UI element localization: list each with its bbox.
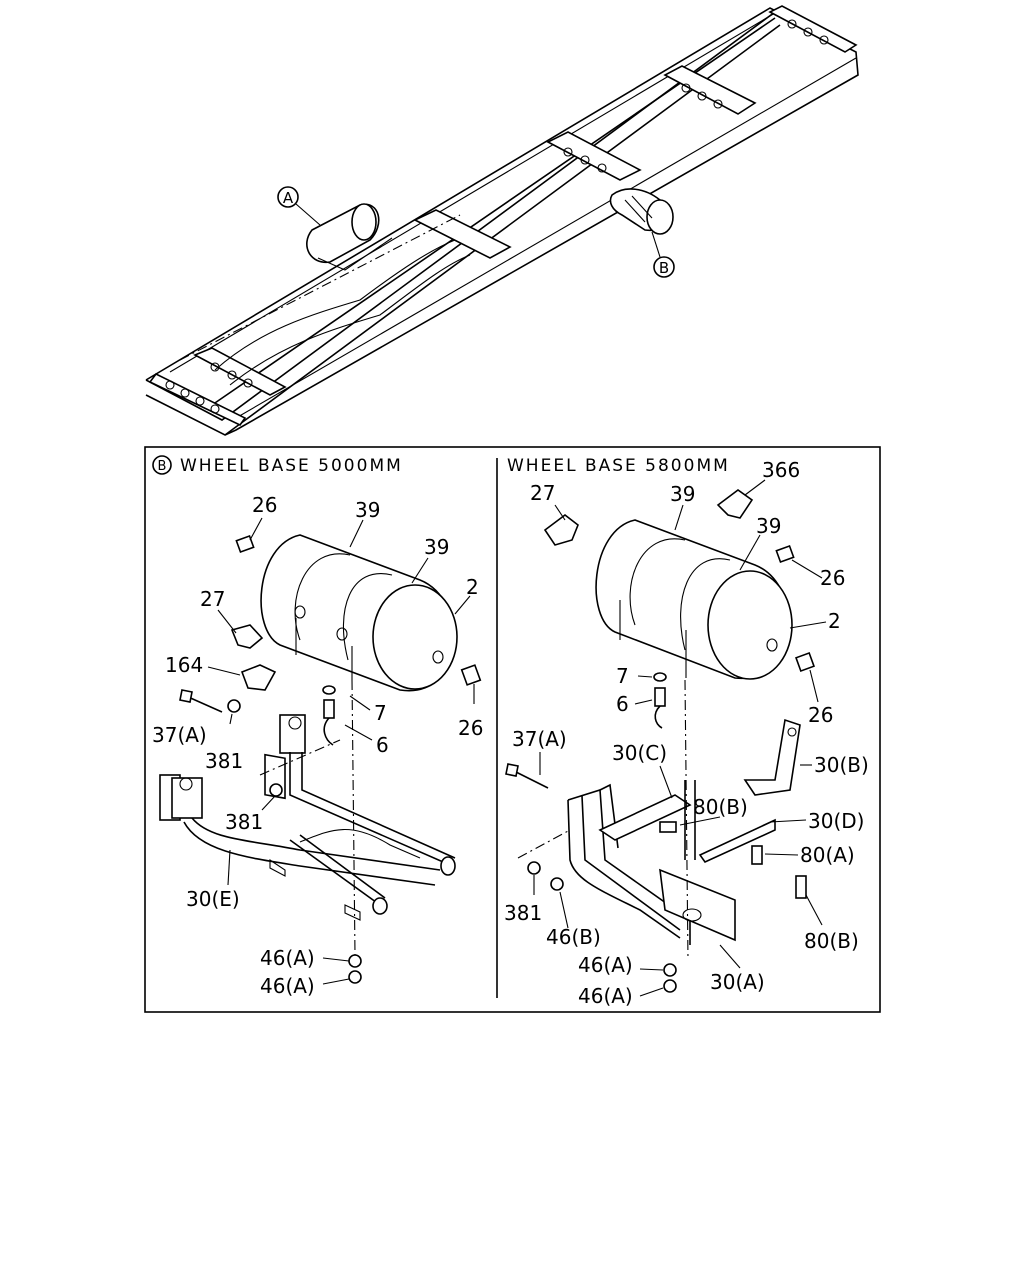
- label-26-top-left: 26: [252, 493, 277, 517]
- label-30b-right: 30(B): [814, 753, 869, 777]
- label-46b-right: 46(B): [546, 925, 601, 949]
- panel-left-header: WHEEL BASE 5000MM: [180, 456, 403, 476]
- label-366-right: 366: [762, 458, 800, 482]
- label-30a-right: 30(A): [710, 970, 765, 994]
- label-39-b-right: 39: [756, 514, 781, 538]
- label-381-a-left: 381: [205, 749, 243, 773]
- label-381-right: 381: [504, 901, 542, 925]
- callout-b: B: [651, 231, 675, 278]
- panel-left-marker: B: [158, 459, 167, 474]
- label-6-left: 6: [376, 733, 389, 757]
- label-37a-right: 37(A): [512, 727, 567, 751]
- label-46a-2-left: 46(A): [260, 974, 315, 998]
- label-80b-2-right: 80(B): [804, 929, 859, 953]
- label-2-right: 2: [828, 609, 841, 633]
- right-brackets: [567, 718, 801, 945]
- label-39-a-left: 39: [355, 498, 380, 522]
- chassis-frame: [145, 5, 859, 436]
- label-6-right: 6: [616, 692, 629, 716]
- label-30e-left: 30(E): [186, 887, 240, 911]
- label-30c-right: 30(C): [612, 741, 667, 765]
- panel-right: WHEEL BASE 5800MM: [504, 456, 869, 1008]
- label-39-b-left: 39: [424, 535, 449, 559]
- label-2-left: 2: [466, 575, 479, 599]
- label-7-left: 7: [374, 701, 387, 725]
- label-80a-right: 80(A): [800, 843, 855, 867]
- left-air-tank: [260, 534, 458, 692]
- right-air-tank: [595, 519, 793, 680]
- label-39-a-right: 39: [670, 482, 695, 506]
- panel-right-header: WHEEL BASE 5800MM: [507, 456, 730, 476]
- panel-left: B WHEEL BASE 5000MM: [152, 455, 483, 998]
- tank-b-shape: [609, 188, 674, 235]
- label-46a-1-left: 46(A): [260, 946, 315, 970]
- label-26-top-right: 26: [820, 566, 845, 590]
- label-46a-2-right: 46(A): [578, 984, 633, 1008]
- label-7-right: 7: [616, 664, 629, 688]
- label-27-right: 27: [530, 481, 555, 505]
- label-26-bottom-left: 26: [458, 716, 483, 740]
- label-381-b-left: 381: [225, 810, 263, 834]
- label-26-bottom-right: 26: [808, 703, 833, 727]
- label-27-left: 27: [200, 587, 225, 611]
- tank-a-shape: [306, 203, 393, 271]
- label-46a-1-right: 46(A): [578, 953, 633, 977]
- label-30d-right: 30(D): [808, 809, 864, 833]
- label-37a-left: 37(A): [152, 723, 207, 747]
- label-164-left: 164: [165, 653, 203, 677]
- callout-b-letter: B: [659, 259, 669, 277]
- label-80b-1-right: 80(B): [693, 795, 748, 819]
- detail-panel-frame: [144, 446, 881, 1013]
- callout-a-letter: A: [283, 189, 294, 207]
- callout-a: A: [277, 186, 321, 226]
